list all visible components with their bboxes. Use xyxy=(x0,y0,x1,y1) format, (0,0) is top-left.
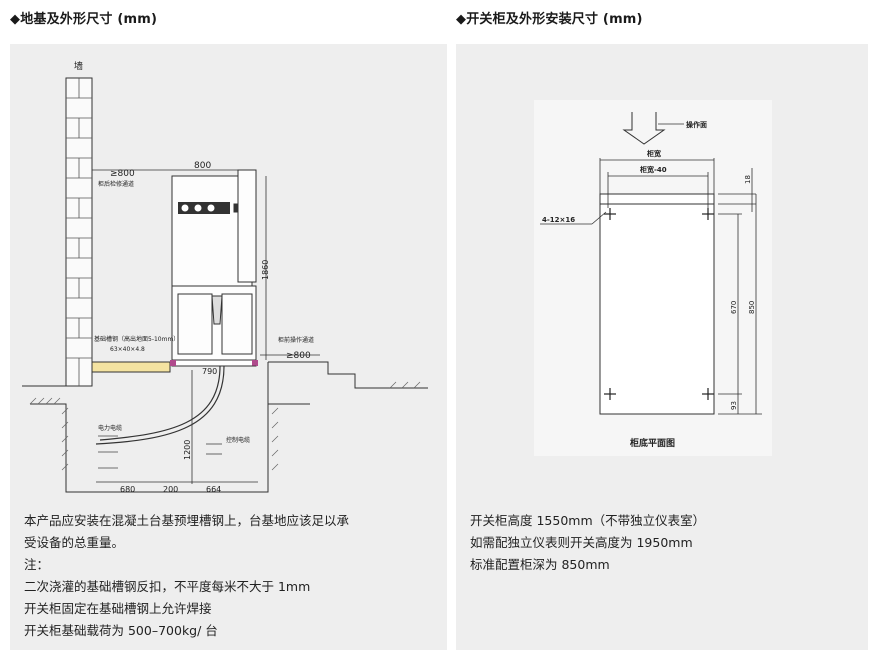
right-section-title: ◆开关柜及外形安装尺寸 (mm) xyxy=(456,12,643,27)
dim-850: 850 xyxy=(748,301,756,314)
note-line: 标准配置柜深为 850mm xyxy=(470,557,610,572)
note-line: 开关柜固定在基础槽钢上允许焊接 xyxy=(24,601,212,616)
cabinet-width-minus-label: 柜宽-40 xyxy=(639,165,667,174)
channel-size: 63×40×4.8 xyxy=(110,346,145,353)
dim-200: 200 xyxy=(163,485,178,494)
dim-800-top: 800 xyxy=(194,161,211,171)
left-section-title: ◆地基及外形尺寸 (mm) xyxy=(10,12,158,27)
note-line: 开关柜高度 1550mm（不带独立仪表室） xyxy=(470,513,706,528)
rear-clearance: ≥800 xyxy=(110,169,135,179)
front-aisle-label: 柜前操作通道 xyxy=(278,336,314,344)
note-line: 如需配独立仪表则开关高度为 1950mm xyxy=(470,535,693,550)
dim-664: 664 xyxy=(206,485,221,494)
note-line: 注： xyxy=(24,557,50,572)
plan-caption: 柜底平面图 xyxy=(629,437,675,449)
dim-790: 790 xyxy=(202,367,217,376)
dim-18: 18 xyxy=(744,175,752,184)
cabinet-panel: 操作面 柜宽 柜宽-40 4-12×16 18 670 850 93 柜底平面图… xyxy=(456,44,868,650)
cabinet-outline xyxy=(599,193,715,415)
wall-label: 墙 xyxy=(74,60,83,72)
channel-note: 基础槽钢（高出地面5-10mm） xyxy=(94,335,179,343)
dim-93: 93 xyxy=(730,401,738,410)
rear-aisle-label: 柜后检修通道 xyxy=(98,180,134,188)
cabinet-width-label: 柜宽 xyxy=(646,149,661,158)
operation-face-label: 操作面 xyxy=(686,120,707,129)
note-line: 本产品应安装在混凝土台基预埋槽钢上，台基地应该足以承 xyxy=(24,513,350,528)
concrete-base xyxy=(91,361,171,373)
foundation-panel: 墙 800 ≥800 柜后检修通道 1860 基础槽钢（高出地面5-10mm） … xyxy=(10,44,447,650)
foundation-drawing: 墙 800 ≥800 柜后检修通道 1860 基础槽钢（高出地面5-10mm） … xyxy=(22,60,428,494)
power-cable-label: 电力电缆 xyxy=(98,424,122,432)
holes-label: 4-12×16 xyxy=(542,216,575,224)
note-line: 开关柜基础载荷为 500–700kg/ 台 xyxy=(24,623,218,638)
dim-1200: 1200 xyxy=(183,440,192,460)
dim-680: 680 xyxy=(120,485,135,494)
control-cable-label: 控制电缆 xyxy=(226,436,250,444)
dim-1860: 1860 xyxy=(261,260,270,280)
dim-670: 670 xyxy=(730,301,738,314)
note-line: 二次浇灌的基础槽钢反扣，不平度每米不大于 1mm xyxy=(24,579,311,594)
cabinet-base-plan: 操作面 柜宽 柜宽-40 4-12×16 18 670 850 93 柜底平面图 xyxy=(534,100,772,456)
foundation-notes: 本产品应安装在混凝土台基预埋槽钢上，台基地应该足以承 受设备的总重量。 注： 二… xyxy=(24,510,349,642)
front-clearance: ≥800 xyxy=(286,351,311,361)
cabinet-notes: 开关柜高度 1550mm（不带独立仪表室） 如需配独立仪表则开关高度为 1950… xyxy=(470,510,705,576)
note-line: 受设备的总重量。 xyxy=(24,535,125,550)
